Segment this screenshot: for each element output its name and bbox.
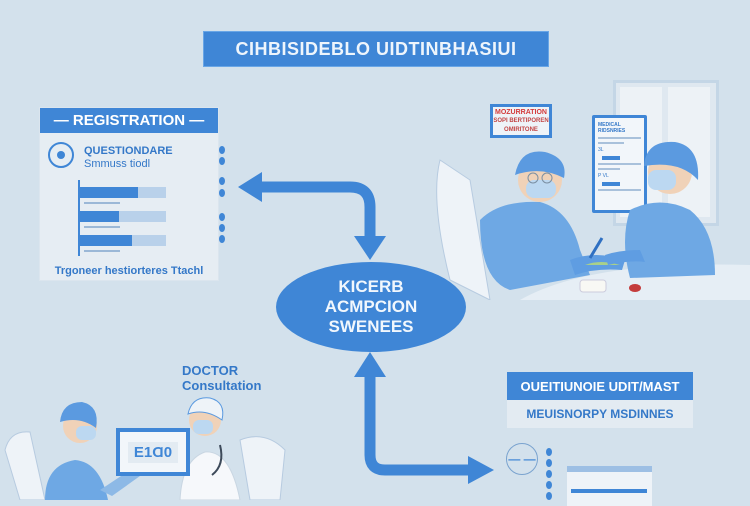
center-line-3: SWENEES	[328, 317, 414, 336]
dash-right: —	[185, 112, 205, 129]
status-circle: — —	[506, 443, 538, 475]
tray	[579, 279, 607, 293]
patient-mask	[76, 426, 96, 440]
progress-bar-fill	[80, 235, 132, 246]
patient-cap	[515, 151, 565, 178]
monitor-row-2: P VL	[598, 173, 609, 179]
bar-caption	[84, 202, 120, 204]
progress-bar-fill	[80, 211, 119, 222]
monitor-label: E1Ɑ0	[127, 441, 179, 463]
nurse-cap	[644, 141, 699, 180]
registration-title: REGISTRATION	[72, 112, 186, 129]
nurse-body	[625, 202, 715, 278]
outcome-banner: OUEITIUNOIE UDIT/MAST	[507, 372, 693, 400]
timeline-dot	[546, 459, 552, 467]
nurse-mask	[648, 170, 676, 190]
stethoscope	[211, 444, 223, 476]
registration-footer: Trgoneer hestiorteres Ttachl	[54, 265, 204, 277]
doctor-mask	[193, 420, 213, 434]
timeline-dot	[219, 235, 225, 243]
bar-axis	[78, 180, 80, 256]
poster-line-3: OMIRITONE	[504, 127, 538, 133]
monitor-row-1: 3L	[598, 147, 604, 153]
monitor-title: MEDICAL RIDSNRIES	[598, 122, 626, 134]
progress-bar-track	[80, 235, 166, 246]
arrow-to-registration	[258, 181, 376, 240]
outcome-mini-card	[567, 466, 652, 506]
timeline-dot	[219, 177, 225, 185]
patient-body	[45, 460, 108, 500]
doctor-consultation-label: DOCTOR Consultation	[182, 363, 261, 393]
timeline-dot	[219, 189, 225, 197]
consultation-illustration	[4, 397, 286, 500]
doctor-line-1: DOCTOR	[182, 363, 239, 378]
poster-line-1: MOZURRATION	[495, 109, 547, 116]
patient-chair	[436, 159, 491, 300]
arrow-path-bottom	[364, 375, 470, 476]
patient-body	[480, 201, 590, 290]
red-item	[629, 284, 641, 292]
title-banner: CIHBISIDEBLO UIDTINBHASIUI	[203, 31, 549, 67]
medical-records-monitor: MEDICAL RIDSNRIES 3L P VL	[592, 115, 647, 213]
center-line-1: KICERB	[338, 277, 404, 296]
wall-poster: MOZURRATION SOPI BERTIPOREN OMIRITONE	[490, 104, 552, 138]
timeline-dot	[219, 157, 225, 165]
bar-caption	[84, 250, 120, 252]
arrow-head-up	[354, 352, 386, 377]
bar-caption	[84, 226, 120, 228]
outcome-subtitle: MEUISNORPY MSDINNES	[507, 400, 693, 428]
progress-bar-track	[80, 187, 166, 198]
treatment-illustration	[436, 141, 750, 300]
chair-left	[4, 431, 46, 500]
timeline-dot	[546, 470, 552, 478]
poster-line-2: SOPI BERTIPOREN	[493, 118, 549, 124]
progress-bar-track	[80, 211, 166, 222]
nurse-arm	[605, 250, 645, 265]
patient-glasses	[527, 172, 539, 184]
questionnaire-icon	[48, 142, 74, 168]
timeline-dot	[219, 213, 225, 221]
registration-header: — REGISTRATION —	[40, 108, 218, 133]
pen	[588, 237, 604, 259]
arrow-head-down	[354, 236, 386, 260]
doctor-cap	[187, 397, 224, 421]
clipboard	[100, 470, 140, 496]
arrow-head-right	[468, 456, 494, 484]
arrow-path-top	[258, 181, 376, 240]
doctor-coat	[179, 451, 241, 500]
doctor-line-2: Consultation	[182, 378, 262, 393]
timeline-dot	[219, 224, 225, 232]
center-line-2: ACMPCION	[324, 297, 418, 316]
arrow-head-left	[238, 172, 262, 202]
patient-cap	[60, 402, 97, 428]
timeline-dot	[546, 448, 552, 456]
questionnaire-subtitle: Smmuss tiodl	[84, 158, 151, 170]
questionnaire-title: QUESTIONDARE	[84, 145, 173, 157]
patient-mask	[526, 180, 556, 198]
timeline-dot	[219, 146, 225, 154]
progress-bar-fill	[80, 187, 139, 198]
timeline-dot	[546, 492, 552, 500]
dash-left: —	[53, 112, 73, 129]
chair-right	[239, 436, 286, 500]
consultation-monitor: E1Ɑ0	[116, 428, 190, 476]
central-process-node: KICERB ACMPCION SWENEES	[276, 262, 466, 352]
outcome-mini-bar	[571, 489, 647, 493]
timeline-dot	[546, 481, 552, 489]
